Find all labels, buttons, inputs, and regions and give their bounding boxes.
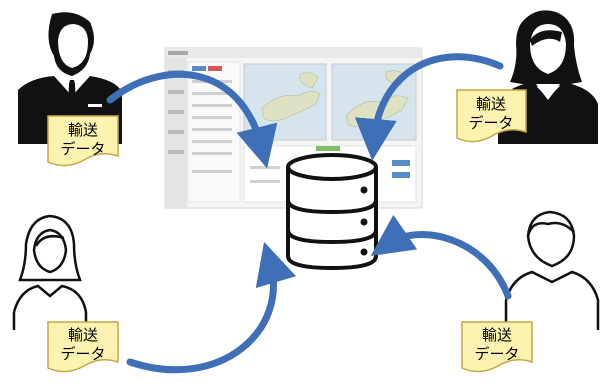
note-line2: データ: [60, 140, 105, 158]
note-line2: データ: [474, 345, 519, 363]
note-line2: データ: [60, 345, 105, 363]
note-line1: 輸送: [68, 326, 98, 344]
woman-icon: [12, 214, 88, 330]
database-icon: [286, 153, 378, 271]
app-screenshot: [164, 47, 423, 209]
note-line1: 輸送: [68, 121, 98, 139]
note-bottom-left: 輸送 データ: [47, 321, 119, 373]
note-line1: 輸送: [482, 326, 512, 344]
arrow-bottom-right: [370, 214, 512, 300]
arrows: [106, 53, 512, 374]
arrow-top-left: [106, 70, 278, 169]
note-bottom-right: 輸送 データ: [461, 321, 533, 373]
arrow-top-right: [354, 53, 504, 161]
note-top-right: 輸送 データ: [456, 89, 527, 143]
note-top-left: 輸送 データ: [47, 115, 119, 167]
note-line1: 輸送: [476, 95, 506, 113]
man-icon: [504, 210, 600, 330]
note-line2: データ: [468, 114, 513, 132]
arrow-bottom-left: [126, 241, 297, 374]
